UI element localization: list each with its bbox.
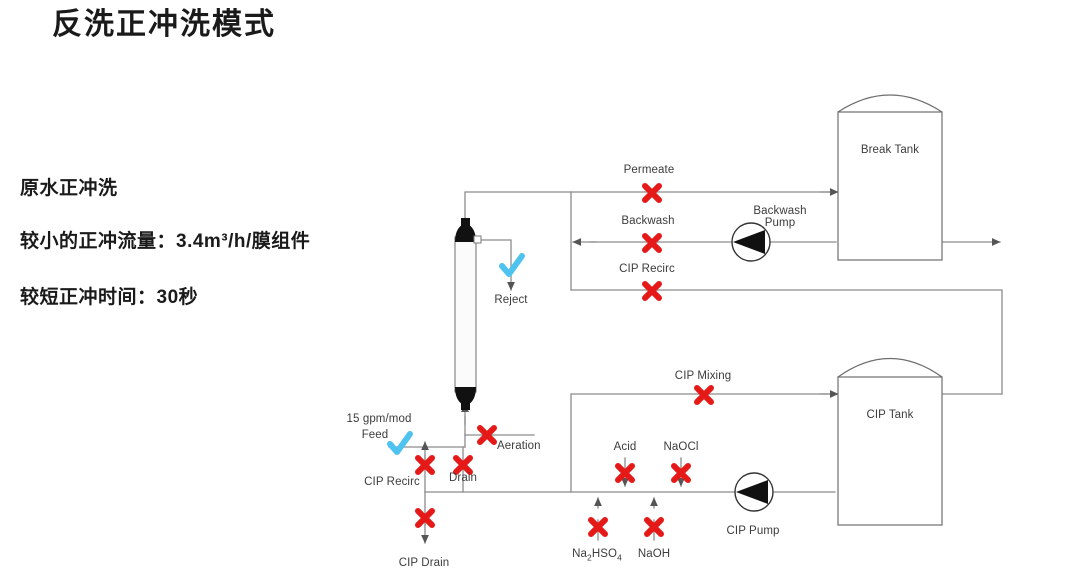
backwash-pump	[731, 222, 771, 262]
cip-tank	[837, 358, 943, 526]
pipe-cip-mixing	[570, 393, 834, 493]
valve-backwash	[642, 233, 662, 253]
valve-na2hso4	[588, 517, 608, 537]
na2hso4-sub4: 4	[617, 552, 622, 563]
label-backwash-pump-line1: Backwash	[753, 205, 807, 217]
valve-drain	[453, 455, 473, 475]
valve-cip-drain	[415, 508, 435, 528]
membrane-module	[454, 218, 482, 410]
valve-aeration	[477, 425, 497, 445]
label-naoh: NaOH	[637, 548, 671, 560]
label-permeate: Permeate	[623, 164, 675, 176]
body-line-2: 较小的正冲流量：3.4m³/h/膜组件	[20, 231, 311, 252]
label-cip-recirc-lower: CIP Recirc	[364, 476, 420, 488]
label-na2hso4: Na2HSO4	[572, 548, 622, 562]
page-title: 反洗正冲洗模式	[52, 8, 276, 41]
label-aeration: Aeration	[497, 440, 541, 452]
label-drain: Drain	[449, 472, 477, 484]
label-cip-recirc-upper: CIP Recirc	[619, 263, 675, 275]
label-backwash: Backwash	[621, 215, 675, 227]
label-cip-mixing: CIP Mixing	[674, 370, 732, 382]
na2hso4-na: Na	[572, 548, 588, 560]
label-acid: Acid	[613, 441, 637, 453]
label-break-tank: Break Tank	[860, 144, 920, 156]
label-cip-drain: CIP Drain	[398, 557, 450, 569]
pipe-permeate	[464, 191, 834, 229]
valve-acid	[615, 463, 635, 483]
valve-reject-open	[499, 253, 525, 277]
body-line-3: 较短正冲时间：30秒	[20, 287, 199, 308]
label-cip-tank: CIP Tank	[866, 409, 914, 421]
label-cip-pump: CIP Pump	[726, 525, 780, 537]
label-naocl: NaOCl	[663, 441, 699, 453]
label-reject: Reject	[494, 294, 528, 306]
label-backwash-pump-line2: Pump	[764, 217, 796, 229]
valve-naoh	[644, 517, 664, 537]
na2hso4-hso: HSO	[591, 548, 618, 560]
label-feed-rate: 15 gpm/mod	[346, 413, 412, 425]
valve-open-group	[387, 253, 525, 455]
break-tank	[837, 94, 943, 261]
na2hso4-sub2: 2	[587, 552, 592, 563]
valve-cip-recirc-lower	[415, 455, 435, 475]
body-line-1: 原水正冲洗	[20, 178, 118, 199]
pipe-cip-recirc-upper	[570, 289, 1003, 395]
cip-pump	[734, 472, 774, 512]
label-feed: Feed	[361, 429, 389, 441]
valve-permeate	[642, 183, 662, 203]
valve-naocl	[671, 463, 691, 483]
pipe-reject	[479, 239, 512, 273]
valve-feed-open	[387, 431, 413, 455]
valve-cip-recirc-upper	[642, 281, 662, 301]
valve-closed-group	[415, 183, 714, 537]
valve-cip-mixing	[694, 385, 714, 405]
